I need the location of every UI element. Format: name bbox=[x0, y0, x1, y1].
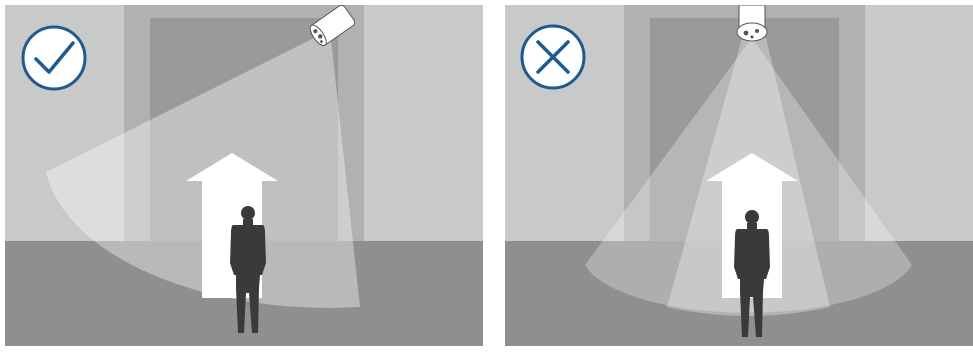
camera-angled bbox=[309, 5, 356, 47]
x-icon bbox=[520, 24, 586, 90]
panel-correct bbox=[5, 5, 483, 346]
check-icon bbox=[21, 25, 87, 91]
panel-incorrect bbox=[505, 5, 973, 346]
camera-downward bbox=[736, 5, 768, 42]
camera-field-of-view bbox=[46, 30, 360, 308]
